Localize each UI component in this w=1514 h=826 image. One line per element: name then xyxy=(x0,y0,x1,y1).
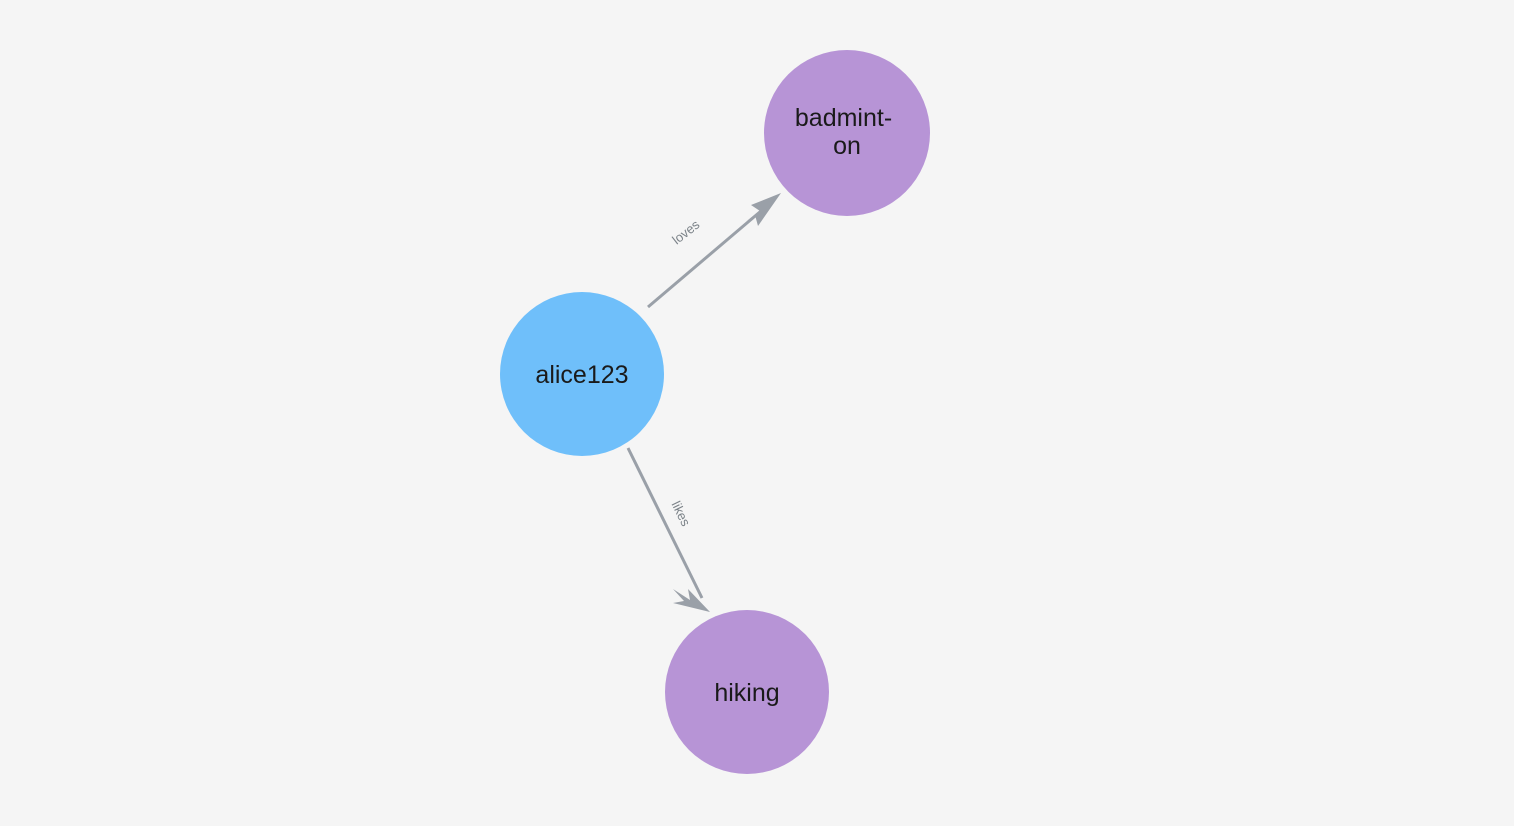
graph-node-alice123[interactable]: alice123 xyxy=(500,292,664,456)
node-circle-hiking[interactable] xyxy=(665,610,829,774)
arrowhead-icon-loves xyxy=(745,193,781,226)
edge-label-likes: likes xyxy=(669,499,694,529)
edge-line-loves[interactable] xyxy=(647,198,775,309)
edge-alice123-loves-badminton[interactable]: loves xyxy=(647,193,781,309)
graph-node-badminton[interactable]: badmint- on xyxy=(764,50,930,216)
edge-alice123-likes-hiking[interactable]: likes xyxy=(626,447,710,612)
node-circle-alice123[interactable] xyxy=(500,292,664,456)
node-circle-badminton[interactable] xyxy=(764,50,930,216)
arrowhead-icon-likes xyxy=(673,589,710,612)
edge-line-likes[interactable] xyxy=(626,447,704,599)
edge-label-loves: loves xyxy=(669,217,703,248)
graph-node-hiking[interactable]: hiking xyxy=(665,610,829,774)
